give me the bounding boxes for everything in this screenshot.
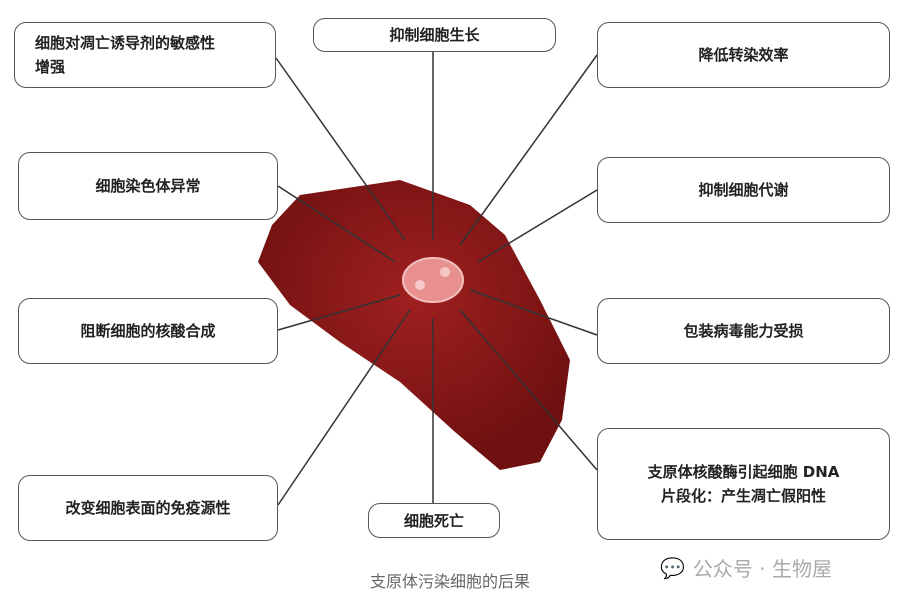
box-inhibit-metabolism: 抑制细胞代谢 bbox=[597, 157, 890, 223]
box-immunogenicity: 改变细胞表面的免疫源性 bbox=[18, 475, 278, 541]
box-inhibit-growth: 抑制细胞生长 bbox=[313, 18, 556, 52]
box-apoptosis-sensitivity: 细胞对凋亡诱导剂的敏感性 增强 bbox=[14, 22, 276, 88]
box-block-nucleic-acid: 阻断细胞的核酸合成 bbox=[18, 298, 278, 364]
nucleus bbox=[402, 257, 464, 303]
watermark-text: 公众号 · 生物屋 bbox=[692, 557, 832, 581]
box-dna-fragmentation: 支原体核酸酶引起细胞 DNA 片段化：产生凋亡假阳性 bbox=[597, 428, 890, 540]
cell-body bbox=[258, 180, 570, 470]
box-transfection-efficiency: 降低转染效率 bbox=[597, 22, 890, 88]
connector-lines bbox=[275, 52, 598, 506]
wechat-icon: 💬 bbox=[660, 555, 685, 580]
box-chromosome-abnormal: 细胞染色体异常 bbox=[18, 152, 278, 220]
watermark: 💬 公众号 · 生物屋 bbox=[660, 553, 832, 582]
box-cell-death: 细胞死亡 bbox=[368, 503, 500, 538]
box-virus-packaging: 包装病毒能力受损 bbox=[597, 298, 890, 364]
figure-caption: 支原体污染细胞的后果 bbox=[369, 572, 530, 591]
